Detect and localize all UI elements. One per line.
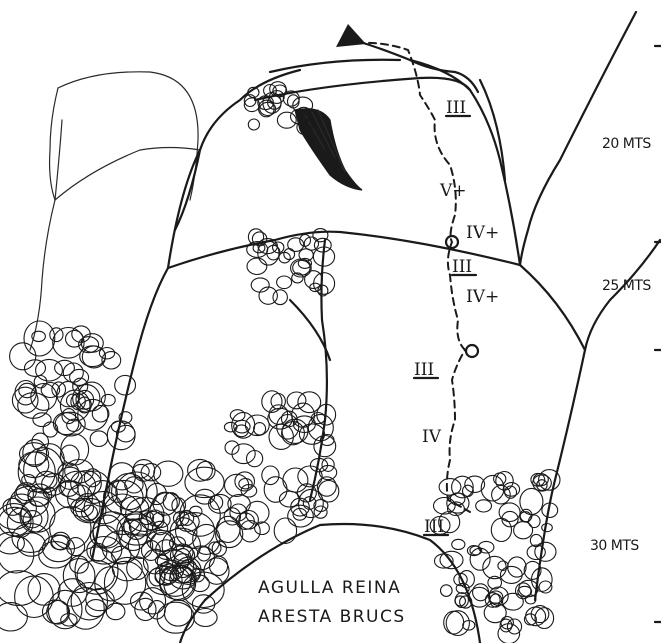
vegetation-scribble — [273, 290, 287, 305]
vegetation-scribble — [0, 536, 34, 573]
vegetation-scribble — [34, 376, 47, 388]
vegetation-scribble — [73, 385, 100, 412]
vegetation-scribble — [476, 500, 492, 512]
vegetation-scribble — [15, 576, 54, 617]
vegetation-scribble — [446, 611, 469, 636]
vegetation-scribble — [298, 392, 321, 413]
grade-label: IV — [422, 427, 442, 447]
vegetation-scribble — [107, 421, 135, 450]
vegetation-scribble — [262, 466, 279, 485]
vegetation-scribble — [10, 343, 36, 370]
vegetation-scribble — [210, 496, 222, 510]
vegetation-scribble — [529, 515, 541, 528]
vegetation-scribble — [50, 328, 63, 342]
vegetation-scribble — [287, 392, 306, 409]
scale-label-30: 30 MTS — [590, 538, 639, 554]
topo-title-line1: AGULLA REINA — [258, 578, 401, 598]
vegetation-scribble — [248, 229, 263, 245]
vegetation-scribble — [78, 382, 105, 411]
vegetation-scribble — [264, 477, 287, 503]
vegetation-scribble — [86, 600, 107, 617]
vegetation-scribble — [63, 559, 95, 593]
vegetation-scribble — [192, 595, 214, 613]
height-scale: 20 MTS 25 MTS 30 MTS — [590, 46, 661, 622]
vegetation-scribble — [473, 584, 489, 601]
vegetation-scribble — [277, 112, 296, 128]
vegetation-scribble — [63, 363, 83, 382]
vegetation-scribble — [101, 394, 115, 405]
vegetation-scribble — [254, 423, 266, 435]
vegetation-scribble — [277, 276, 292, 289]
vegetation-scribble — [304, 237, 318, 250]
vegetation-scribble — [434, 498, 456, 515]
vegetation-scribble — [194, 609, 217, 627]
vegetation-scribble — [24, 321, 55, 356]
vegetation-scribble — [115, 375, 136, 395]
vegetation-scribble — [274, 518, 296, 543]
vegetation-scribble — [514, 522, 533, 539]
vegetation-scribble — [185, 467, 224, 497]
vegetation-scribble — [484, 603, 506, 623]
vegetation-scribble — [106, 603, 125, 619]
vegetation-clusters — [0, 82, 560, 643]
vegetation-scribble — [251, 278, 269, 292]
vegetation-scribble — [245, 415, 269, 436]
vegetation-scribble — [80, 346, 106, 367]
vegetation-scribble — [90, 431, 107, 447]
vegetation-scribble — [247, 258, 267, 274]
vegetation-scribble — [33, 413, 51, 427]
topo-title-line2: ARESTA BRUCS — [258, 607, 406, 627]
vegetation-scribble — [439, 479, 461, 496]
vegetation-scribble — [164, 600, 191, 626]
scale-label-25: 25 MTS — [602, 278, 651, 294]
vegetation-scribble — [283, 468, 308, 492]
vegetation-scribble — [320, 465, 337, 479]
vegetation-scribble — [125, 477, 143, 493]
vegetation-scribble — [533, 475, 552, 491]
scale-label-20: 20 MTS — [602, 136, 651, 152]
vegetation-scribble — [491, 518, 511, 541]
vegetation-scribble — [520, 488, 543, 514]
grade-label: V+ — [439, 181, 467, 201]
vegetation-scribble — [67, 538, 85, 556]
vegetation-scribble — [104, 561, 145, 604]
vegetation-scribble — [224, 422, 237, 432]
vegetation-scribble — [492, 486, 511, 504]
vegetation-scribble — [154, 461, 183, 486]
vegetation-scribble — [440, 551, 463, 568]
vegetation-scribble — [117, 425, 136, 442]
grade-label: IV+ — [466, 287, 499, 307]
belay-ring-icon — [466, 345, 478, 357]
vegetation-scribble — [157, 602, 194, 633]
vegetation-scribble — [239, 479, 252, 489]
vegetation-scribble — [3, 498, 22, 515]
vegetation-scribble — [36, 359, 63, 381]
left-pillar — [30, 72, 200, 350]
vegetation-scribble — [0, 603, 27, 631]
vegetation-scribble — [86, 589, 114, 611]
vegetation-scribble — [247, 451, 263, 467]
vegetation-scribble — [70, 369, 89, 385]
vegetation-scribble — [21, 497, 55, 532]
summit-triangle-icon — [336, 24, 366, 47]
vegetation-scribble — [248, 119, 259, 130]
vegetation-scribble — [441, 585, 453, 597]
main-rock-outline — [92, 12, 660, 643]
vegetation-scribble — [313, 229, 328, 242]
vegetation-scribble — [48, 590, 82, 628]
grade-label: IV+ — [466, 223, 499, 243]
vegetation-scribble — [481, 475, 504, 501]
vegetation-scribble — [318, 480, 339, 502]
vegetation-scribble — [41, 383, 59, 398]
vegetation-scribble — [314, 436, 336, 457]
vegetation-scribble — [77, 560, 114, 589]
vegetation-scribble — [204, 558, 229, 584]
vegetation-scribble — [452, 539, 465, 549]
grade-underlines — [414, 116, 476, 535]
vegetation-scribble — [255, 522, 270, 535]
